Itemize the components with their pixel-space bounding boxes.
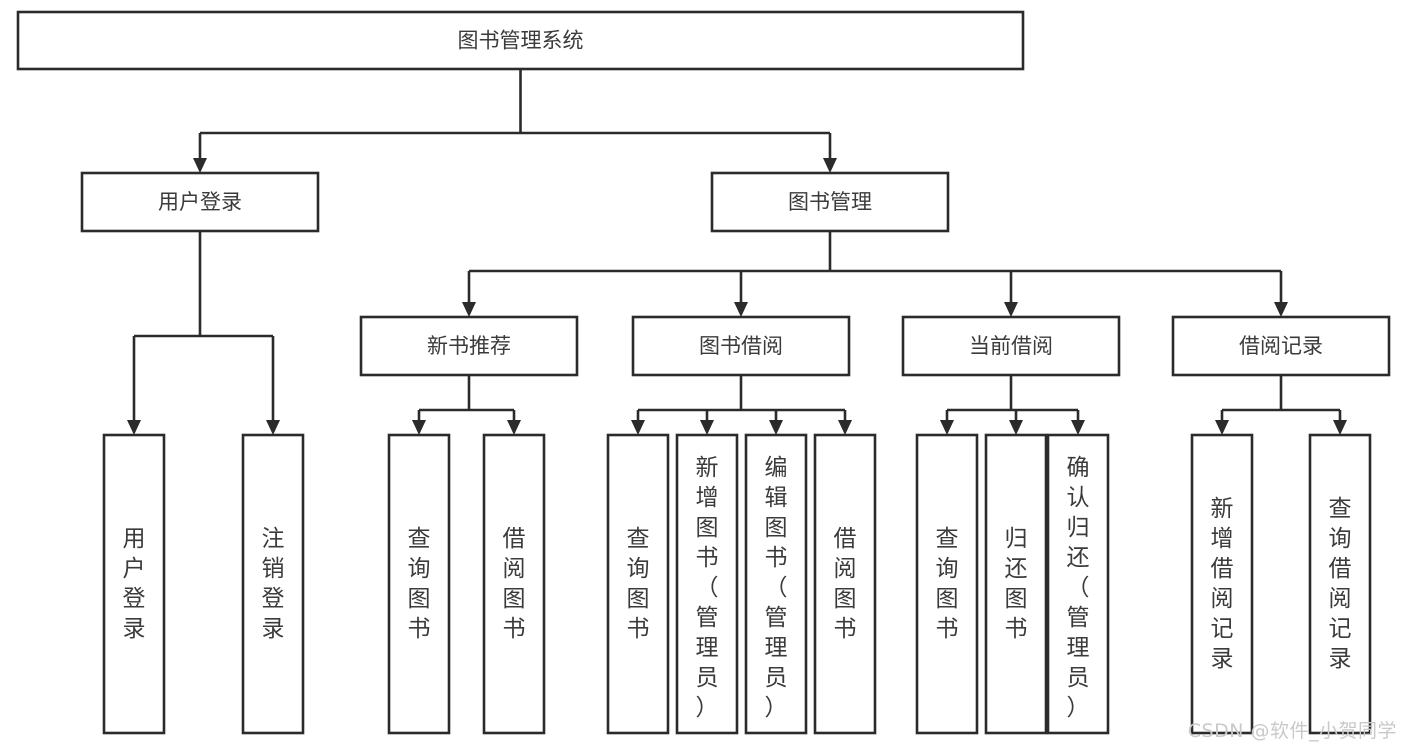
node-new-book-rec-label: 新书推荐 (427, 334, 511, 358)
connectors-layer (127, 69, 1347, 435)
node-root-图书管理系统-box[interactable] (16, 10, 1025, 71)
node-leaf-add-record-label: 新增借阅记录 (1211, 496, 1234, 672)
connector-arrow-icon (193, 158, 207, 173)
node-borrow-record-label: 借阅记录 (1239, 334, 1323, 358)
node-leaf-return-book[interactable]: 归还图书 (984, 433, 1048, 735)
node-leaf-user-logout-box[interactable] (241, 433, 305, 735)
connector-arrow-icon (266, 420, 280, 435)
connector-arrow-icon (1215, 420, 1229, 435)
connector-arrow-icon (769, 420, 783, 435)
node-leaf-query-record-box[interactable] (1308, 433, 1372, 735)
node-leaf-confirm-return[interactable]: 确认归还（管理员） (1046, 433, 1110, 735)
node-leaf-query-book-2-label: 查询图书 (627, 526, 650, 642)
node-current-borrow[interactable]: 当前借阅 (901, 315, 1121, 377)
connector-arrow-icon (1333, 420, 1347, 435)
node-borrow-record[interactable]: 借阅记录 (1171, 315, 1391, 377)
node-leaf-user-login-box[interactable] (102, 433, 166, 735)
node-current-borrow-label: 当前借阅 (969, 334, 1053, 358)
connector-arrow-icon (507, 420, 521, 435)
node-leaf-query-book-1[interactable]: 查询图书 (387, 433, 451, 735)
node-user-login[interactable]: 用户登录 (80, 171, 320, 233)
connector-arrow-icon (412, 420, 426, 435)
node-leaf-return-book-box[interactable] (984, 433, 1048, 735)
node-current-borrow-box[interactable] (901, 315, 1121, 377)
connector-arrow-icon (940, 420, 954, 435)
connector-arrow-icon (462, 302, 476, 317)
node-leaf-query-record[interactable]: 查询借阅记录 (1308, 433, 1372, 735)
node-leaf-query-book-1-label: 查询图书 (408, 526, 431, 642)
node-leaf-add-record-box[interactable] (1190, 433, 1254, 735)
node-book-borrow[interactable]: 图书借阅 (631, 315, 851, 377)
node-leaf-add-record[interactable]: 新增借阅记录 (1190, 433, 1254, 735)
node-leaf-query-book-3-label: 查询图书 (936, 526, 959, 642)
connector-arrow-icon (700, 420, 714, 435)
node-leaf-borrow-book-2-box[interactable] (813, 433, 877, 735)
node-leaf-query-book-2-box[interactable] (606, 433, 670, 735)
connector-arrow-icon (1009, 420, 1023, 435)
node-book-manage-box[interactable] (710, 171, 950, 233)
node-leaf-borrow-book-1-label: 借阅图书 (503, 526, 526, 642)
node-leaf-edit-book[interactable]: 编辑图书（管理员） (744, 433, 808, 735)
node-new-book-rec[interactable]: 新书推荐 (359, 315, 579, 377)
node-leaf-query-record-label: 查询借阅记录 (1329, 496, 1352, 672)
node-leaf-query-book-3[interactable]: 查询图书 (915, 433, 979, 735)
node-leaf-user-login[interactable]: 用户登录 (102, 433, 166, 735)
node-leaf-add-book-box[interactable] (675, 433, 739, 735)
node-leaf-query-book-2[interactable]: 查询图书 (606, 433, 670, 735)
node-book-borrow-box[interactable] (631, 315, 851, 377)
node-leaf-user-login-label: 用户登录 (123, 526, 146, 642)
node-user-login-box[interactable] (80, 171, 320, 233)
connector-arrow-icon (734, 302, 748, 317)
node-book-borrow-label: 图书借阅 (699, 334, 783, 358)
node-leaf-edit-book-box[interactable] (744, 433, 808, 735)
node-root-图书管理系统[interactable]: 图书管理系统 (16, 10, 1025, 71)
nodes-layer: 图书管理系统用户登录图书管理新书推荐图书借阅当前借阅借阅记录用户登录注销登录查询… (16, 10, 1391, 735)
node-borrow-record-box[interactable] (1171, 315, 1391, 377)
node-leaf-query-book-1-box[interactable] (387, 433, 451, 735)
node-leaf-borrow-book-2-label: 借阅图书 (834, 526, 857, 642)
node-leaf-user-logout-label: 注销登录 (262, 526, 285, 642)
node-user-login-label: 用户登录 (158, 190, 242, 214)
node-leaf-borrow-book-1[interactable]: 借阅图书 (482, 433, 546, 735)
node-leaf-confirm-return-label: 确认归还（管理员） (1067, 455, 1090, 721)
connector-arrow-icon (127, 420, 141, 435)
node-new-book-rec-box[interactable] (359, 315, 579, 377)
connector-arrow-icon (1004, 302, 1018, 317)
node-book-manage-label: 图书管理 (788, 190, 872, 214)
node-leaf-edit-book-label: 编辑图书（管理员） (765, 455, 788, 721)
node-leaf-return-book-label: 归还图书 (1005, 526, 1028, 642)
node-leaf-borrow-book-1-box[interactable] (482, 433, 546, 735)
node-book-manage[interactable]: 图书管理 (710, 171, 950, 233)
node-leaf-add-book[interactable]: 新增图书（管理员） (675, 433, 739, 735)
connector-arrow-icon (823, 158, 837, 173)
node-leaf-query-book-3-box[interactable] (915, 433, 979, 735)
connector-arrow-icon (1274, 302, 1288, 317)
node-leaf-borrow-book-2[interactable]: 借阅图书 (813, 433, 877, 735)
connector-arrow-icon (1071, 420, 1085, 435)
node-leaf-confirm-return-box[interactable] (1046, 433, 1110, 735)
csdn-watermark: CSDN @软件_小贺同学 (1187, 720, 1397, 742)
node-leaf-add-book-label: 新增图书（管理员） (696, 455, 719, 721)
node-root-图书管理系统-label: 图书管理系统 (458, 29, 584, 53)
connector-arrow-icon (838, 420, 852, 435)
connector-arrow-icon (631, 420, 645, 435)
node-leaf-user-logout[interactable]: 注销登录 (241, 433, 305, 735)
